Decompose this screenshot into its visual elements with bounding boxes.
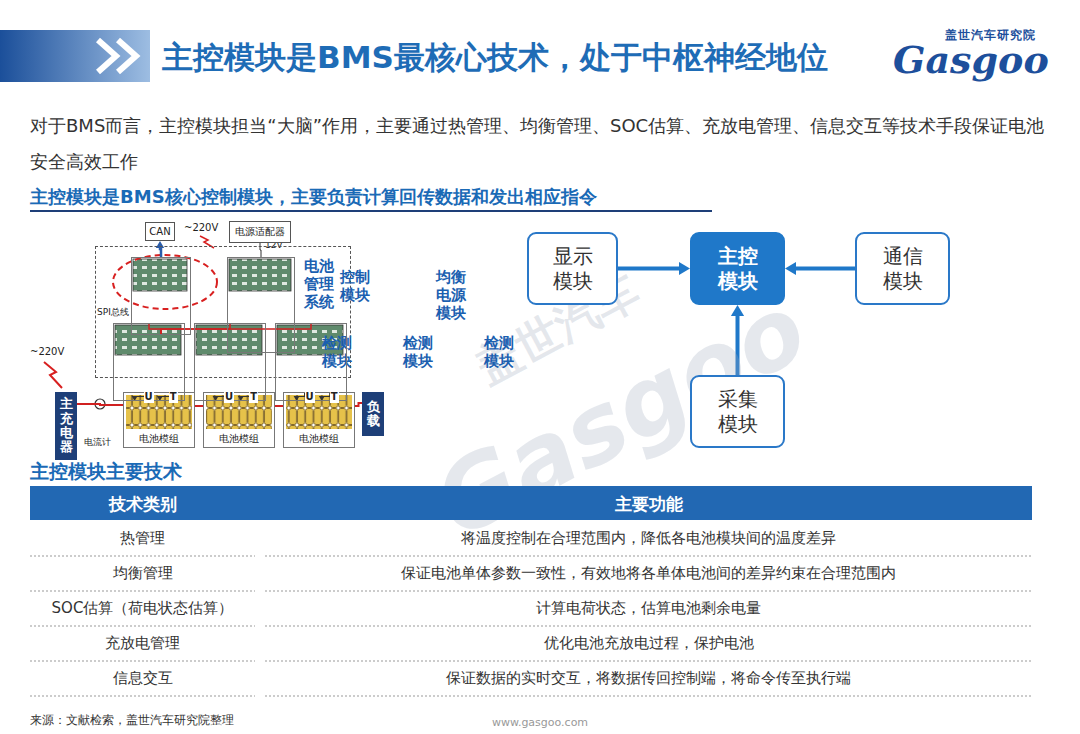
node-text: 主控模块 (717, 244, 758, 294)
charger-box: 主充电器 (55, 392, 77, 460)
connector-line (275, 405, 283, 407)
table-cell: 均衡管理 (30, 564, 255, 583)
meter-label: 电流计 (84, 436, 111, 449)
table-cell: 信息交互 (30, 669, 255, 688)
load-box: 负载 (362, 392, 384, 436)
connector (618, 262, 690, 275)
signal-label: T (249, 391, 258, 403)
connector-line (160, 247, 161, 257)
detection-module: 检测模块 (275, 323, 347, 401)
connector-line (161, 323, 311, 335)
connector (213, 392, 225, 401)
node-text: 主充电器 (60, 397, 73, 454)
node-text: 技术类别 (30, 493, 255, 516)
node-text: 电池管理系统 (304, 257, 334, 311)
bus-port-box: CAN (145, 222, 175, 241)
battery-module: 电池模组 (203, 392, 275, 448)
node-text: CAN (149, 226, 170, 237)
header-band (0, 30, 150, 82)
node-text: 显示模块 (552, 244, 593, 294)
connector (161, 323, 311, 335)
node-text: 负载 (367, 400, 380, 429)
balance-module: 均衡电源模块 (227, 257, 295, 353)
arrowhead (785, 262, 796, 275)
connector (149, 323, 161, 335)
circuit-board (229, 259, 291, 291)
connector-line (355, 403, 362, 406)
table-cell: 优化电池充放电过程，保护电池 (265, 634, 1032, 653)
table-cell: 保证电池单体参数一致性，有效地将各单体电池间的差异约束在合理范围内 (265, 564, 1032, 583)
signal-label: T (330, 391, 339, 403)
table-cell: 计算电荷状态，估算电池剩余电量 (265, 599, 1032, 618)
connector (319, 392, 330, 401)
core-process-box: 主控模块 (690, 232, 785, 305)
battery-module: 电池模组 (283, 392, 355, 448)
connector (156, 241, 164, 257)
table-header-band (30, 486, 1032, 520)
connector (294, 392, 305, 401)
logo-wordmark: Gasgoo (893, 37, 1049, 82)
table-rules (30, 556, 1032, 696)
connector (195, 406, 203, 407)
section-heading: 主控模块主要技术 (30, 459, 182, 485)
node-text: 采集模块 (717, 387, 758, 437)
table-cell: 将温度控制在合理范围内，降低各电池模块间的温度差异 (265, 529, 1032, 548)
node-text: 均衡电源模块 (436, 268, 466, 322)
table-cell: SOC估算（荷电状态估算） (30, 599, 255, 618)
section-heading: 主控模块是BMS核心控制模块，主要负责计算回传数据和发出相应指令 (30, 185, 597, 209)
voltage-label: ~220V (30, 346, 64, 357)
node-text: 检测模块 (403, 334, 433, 370)
node-text: 通信模块 (882, 244, 923, 294)
source-note: 来源：文献检索，盖世汽车研究院整理 (30, 712, 234, 729)
table-cell: 保证数据的实时交互，将数据传回控制端，将命令传至执行端 (265, 669, 1032, 688)
process-box: 显示模块 (527, 232, 618, 305)
website: www.gasgoo.com (440, 716, 640, 729)
connector-line (195, 405, 203, 407)
process-box: 采集模块 (690, 375, 785, 448)
node-text: 检测模块 (484, 334, 514, 370)
signal-label: U (224, 391, 234, 403)
detection-module: 检测模块 (194, 323, 266, 401)
connector-line (618, 267, 681, 271)
process-box: 通信模块 (855, 232, 950, 305)
connector-line (149, 323, 161, 335)
connector (77, 403, 123, 405)
table-cell: 热管理 (30, 529, 255, 548)
node-text: 控制模块 (340, 268, 370, 304)
intro-text: 对于BMS而言，主控模块担当“大脑”作用，主要通过热管理、均衡管理、SOC估算、… (30, 108, 1060, 180)
node-text: 检测模块 (322, 334, 352, 370)
slide-title: 主控模块是BMS最核心技术，处于中枢神经地位 (162, 37, 828, 79)
connector (355, 403, 362, 406)
highlight-ellipse (113, 255, 217, 309)
signal-label: T (169, 391, 178, 403)
heading-underline (30, 210, 712, 212)
bus-label: SPI总线 (97, 306, 129, 319)
table-cell: 充放电管理 (30, 634, 255, 653)
connector (238, 392, 250, 401)
signal-label: U (305, 391, 315, 403)
chevron (98, 40, 116, 72)
connector-line (77, 403, 123, 406)
detection-module: 检测模块 (113, 323, 185, 401)
node-text: 电池模组 (219, 432, 259, 446)
circuit-board (133, 259, 187, 291)
chevron (118, 40, 136, 72)
system-boundary: 电池管理系统控制模块均衡电源模块检测模块检测模块检测模块 (95, 246, 351, 378)
arrowhead (679, 262, 690, 275)
node-text: 电池模组 (139, 432, 179, 446)
battery-module: 电池模组 (123, 392, 195, 448)
lightning-symbol (44, 362, 62, 388)
voltage-label: ~220V (184, 222, 218, 233)
connector (785, 262, 855, 275)
power-adapter-box: 电源适配器 (229, 221, 291, 243)
connector-line (794, 267, 855, 271)
connector (275, 406, 283, 407)
node-text: 电池模组 (299, 432, 339, 446)
node-text: 电源适配器 (235, 225, 285, 239)
table-header: 技术类别主要功能 (30, 486, 1032, 520)
signal-label: U (144, 391, 154, 403)
node-text: 主要功能 (265, 493, 1032, 516)
